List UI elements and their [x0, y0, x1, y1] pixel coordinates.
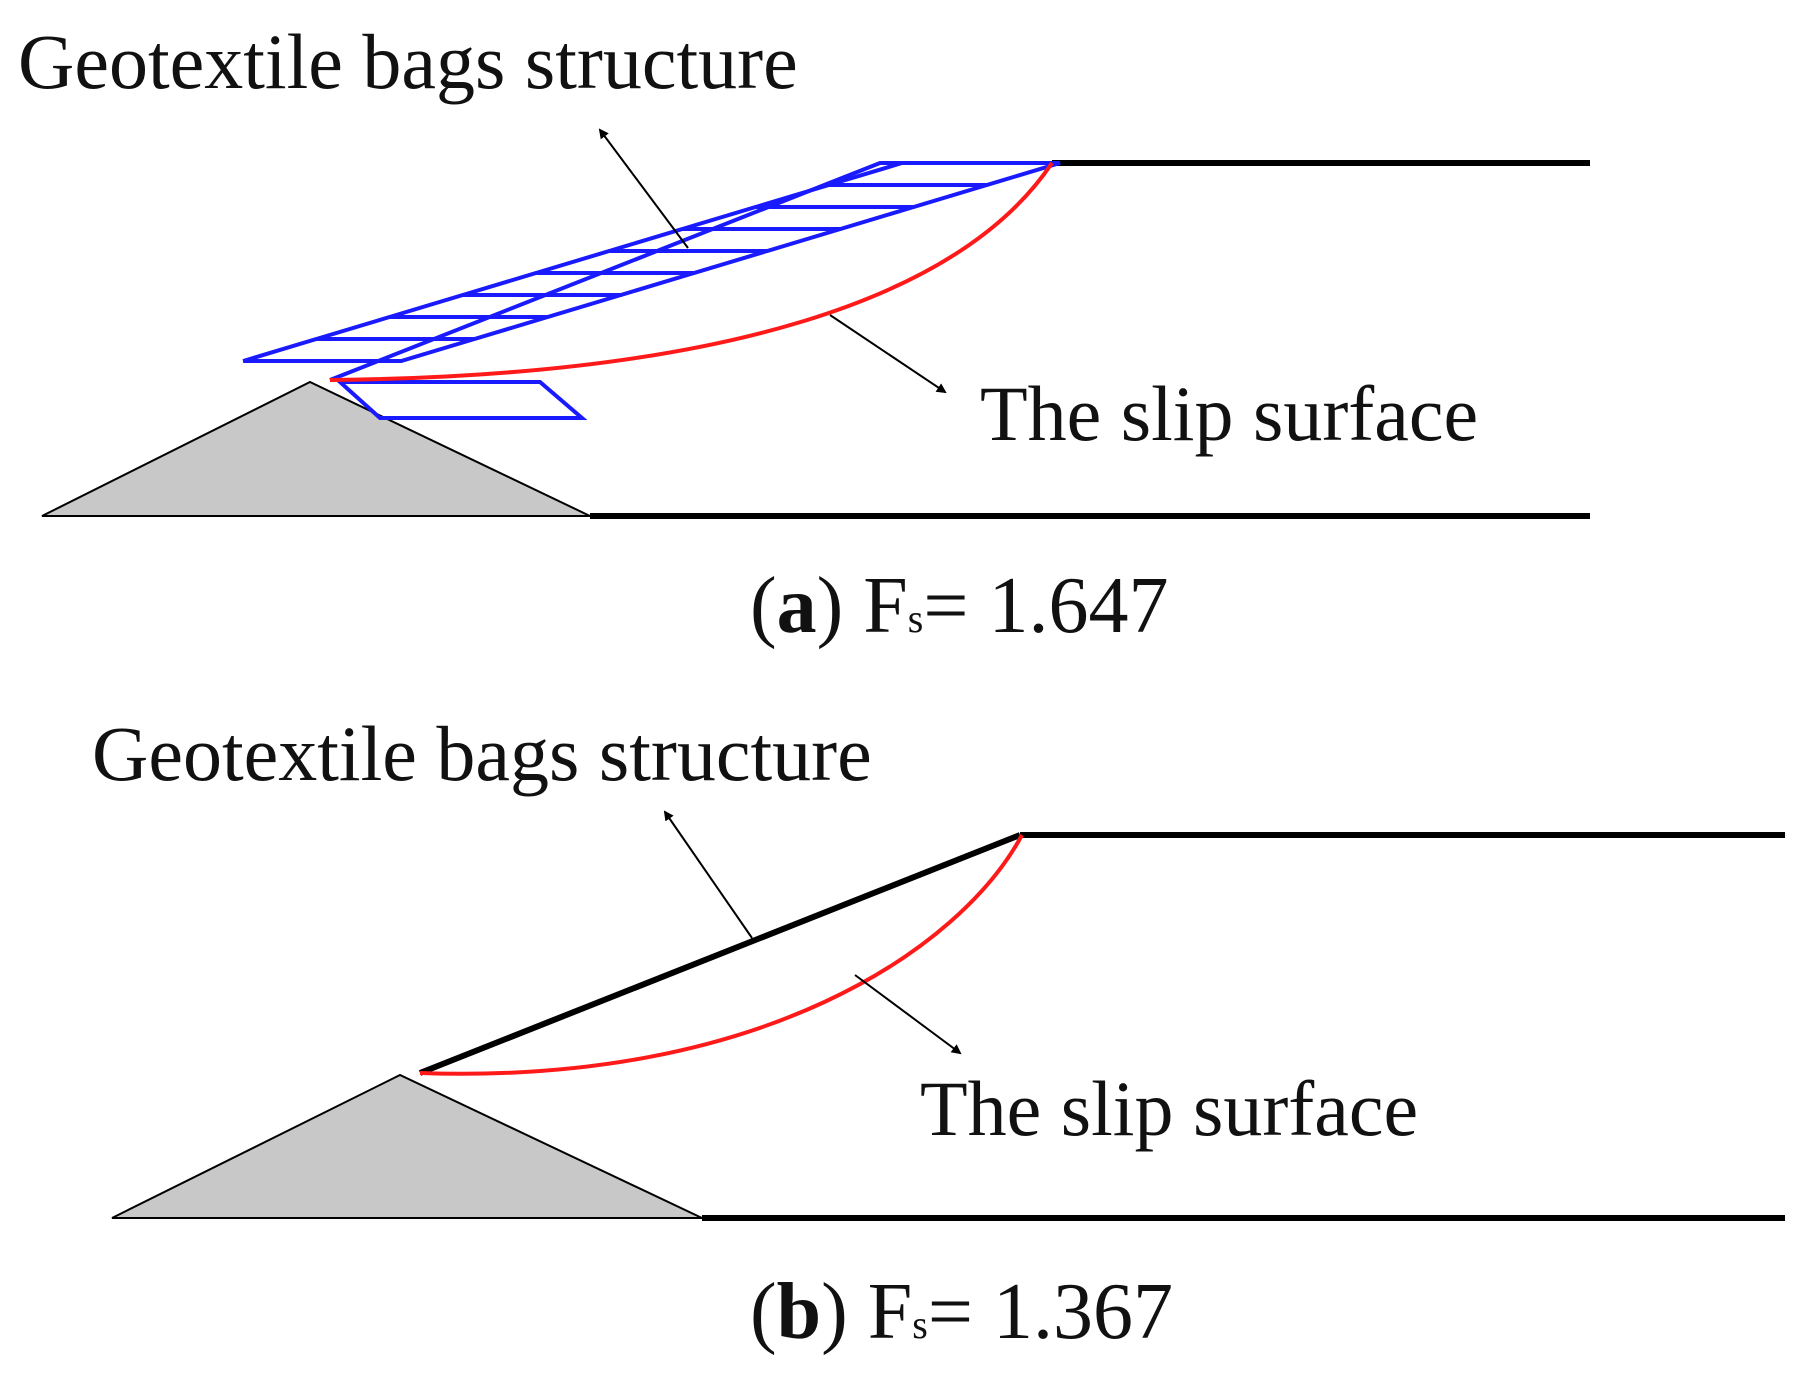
structure-label: Geotextile bags structure: [92, 710, 872, 797]
panel-b: Geotextile bags structure The slip surfa…: [92, 710, 1785, 1356]
slip-surface: [419, 834, 1024, 1076]
slip-label: The slip surface: [980, 370, 1478, 457]
caption-value: = 1.367: [928, 1268, 1173, 1356]
structure-leader-arrow: [598, 128, 689, 249]
structure-label: Geotextile bags structure: [18, 18, 798, 105]
caption-letter: b: [777, 1268, 822, 1356]
geotextile-bags: [242, 161, 1061, 420]
caption-symbol: F: [863, 562, 908, 650]
geotextile-bag-layer: [242, 337, 475, 363]
toe-berm: [111, 1073, 703, 1219]
geotextile-bag-layer: [389, 293, 622, 319]
slip-leader-arrow: [854, 974, 962, 1055]
slip-leader-arrow: [829, 314, 947, 394]
caption-letter: a: [777, 562, 817, 650]
caption-a: (a) Fs= 1.647: [750, 562, 1168, 650]
bag-stack-outline: [329, 161, 1060, 382]
slip-surface: [329, 161, 1054, 382]
structure-leader-arrow: [663, 810, 753, 939]
geotextile-bag-layer: [828, 161, 1061, 187]
caption-subscript: s: [908, 596, 924, 641]
panel-a: Geotextile bags structure The slip surfa…: [18, 18, 1590, 650]
caption-value: = 1.647: [923, 562, 1168, 650]
slip-label: The slip surface: [920, 1065, 1418, 1152]
caption-subscript: s: [912, 1302, 928, 1347]
geotextile-bag-layer: [334, 380, 588, 420]
geotextile-bag-layer: [755, 183, 988, 209]
slope-face: [418, 832, 1022, 1076]
caption-symbol: F: [868, 1268, 913, 1356]
caption-b: (b) Fs= 1.367: [750, 1268, 1173, 1356]
geotextile-bag-layer: [315, 315, 549, 341]
geotextile-bag-layer: [608, 227, 841, 253]
toe-berm: [41, 380, 591, 517]
